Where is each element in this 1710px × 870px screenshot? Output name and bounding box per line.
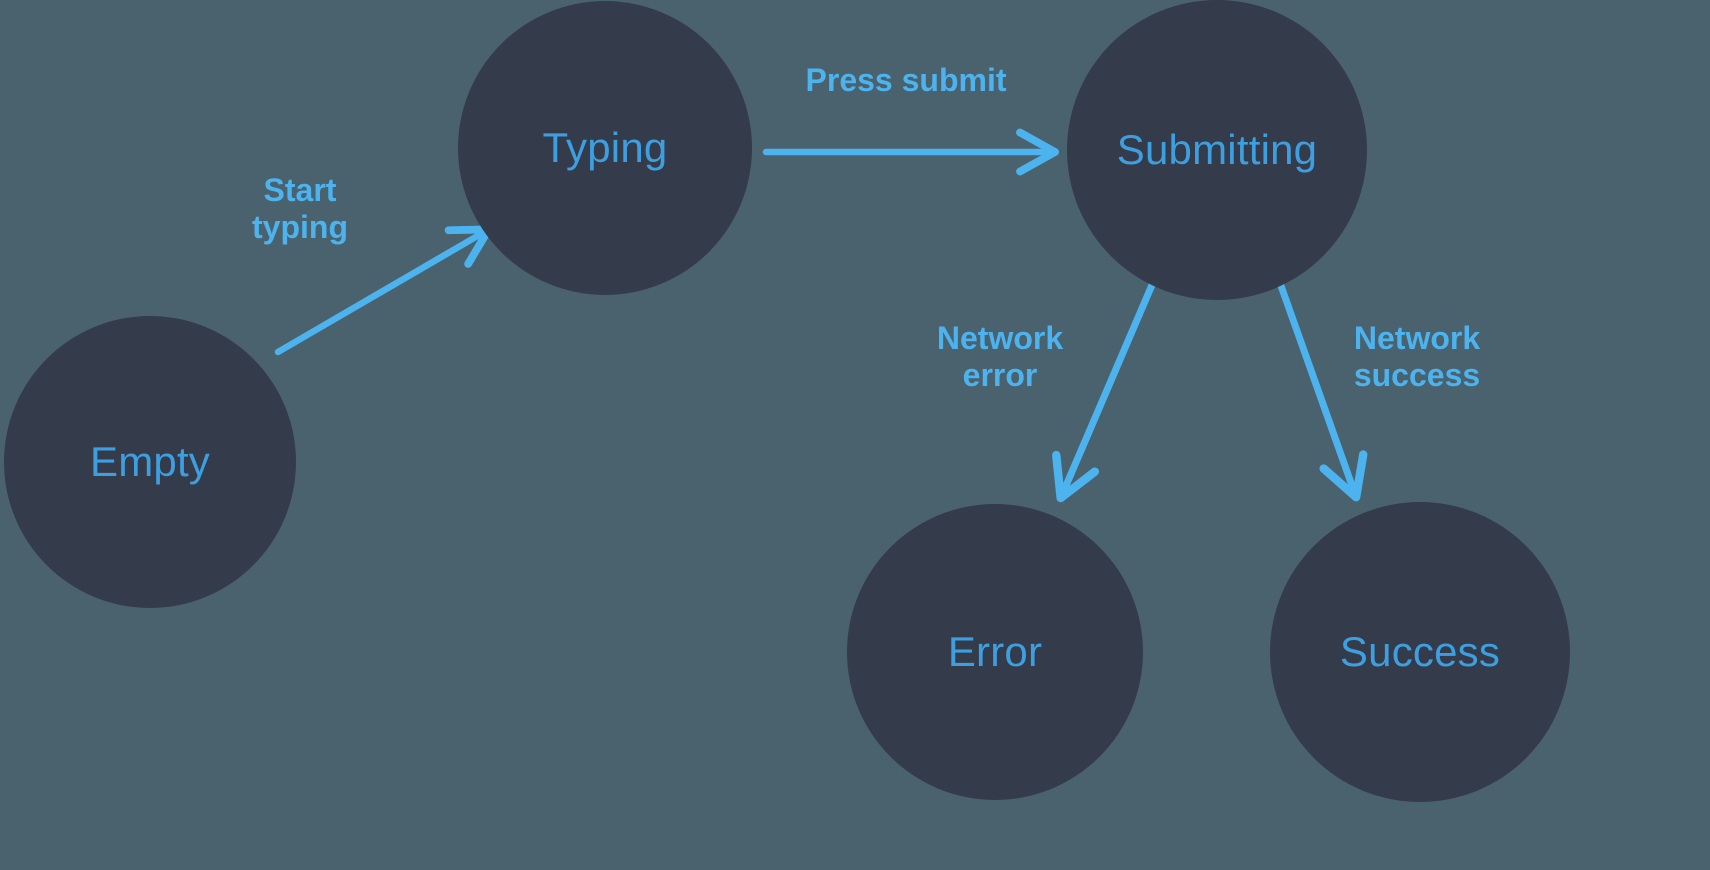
state-node-empty-label: Empty [89, 438, 211, 485]
edge-empty-to-typing [274, 225, 493, 356]
state-node-success-label: Success [1339, 628, 1501, 675]
state-node-error[interactable]: Error [847, 504, 1143, 800]
edge-label-start-typing: Start typing [252, 172, 348, 246]
edge-label-network-error: Network error [936, 320, 1064, 394]
state-node-empty[interactable]: Empty [4, 316, 296, 608]
state-node-typing[interactable]: Typing [458, 1, 752, 295]
state-node-error-label: Error [947, 628, 1043, 675]
edge-submitting-to-success [1276, 279, 1368, 502]
state-node-submitting[interactable]: Submitting [1067, 0, 1367, 300]
edge-label-network-success: Network success [1353, 320, 1481, 394]
state-node-typing-label: Typing [542, 124, 668, 171]
state-node-success[interactable]: Success [1270, 502, 1570, 802]
state-node-submitting-label: Submitting [1116, 126, 1318, 173]
edge-submitting-to-error [1052, 281, 1156, 503]
edge-label-press-submit: Press submit [805, 62, 1007, 98]
